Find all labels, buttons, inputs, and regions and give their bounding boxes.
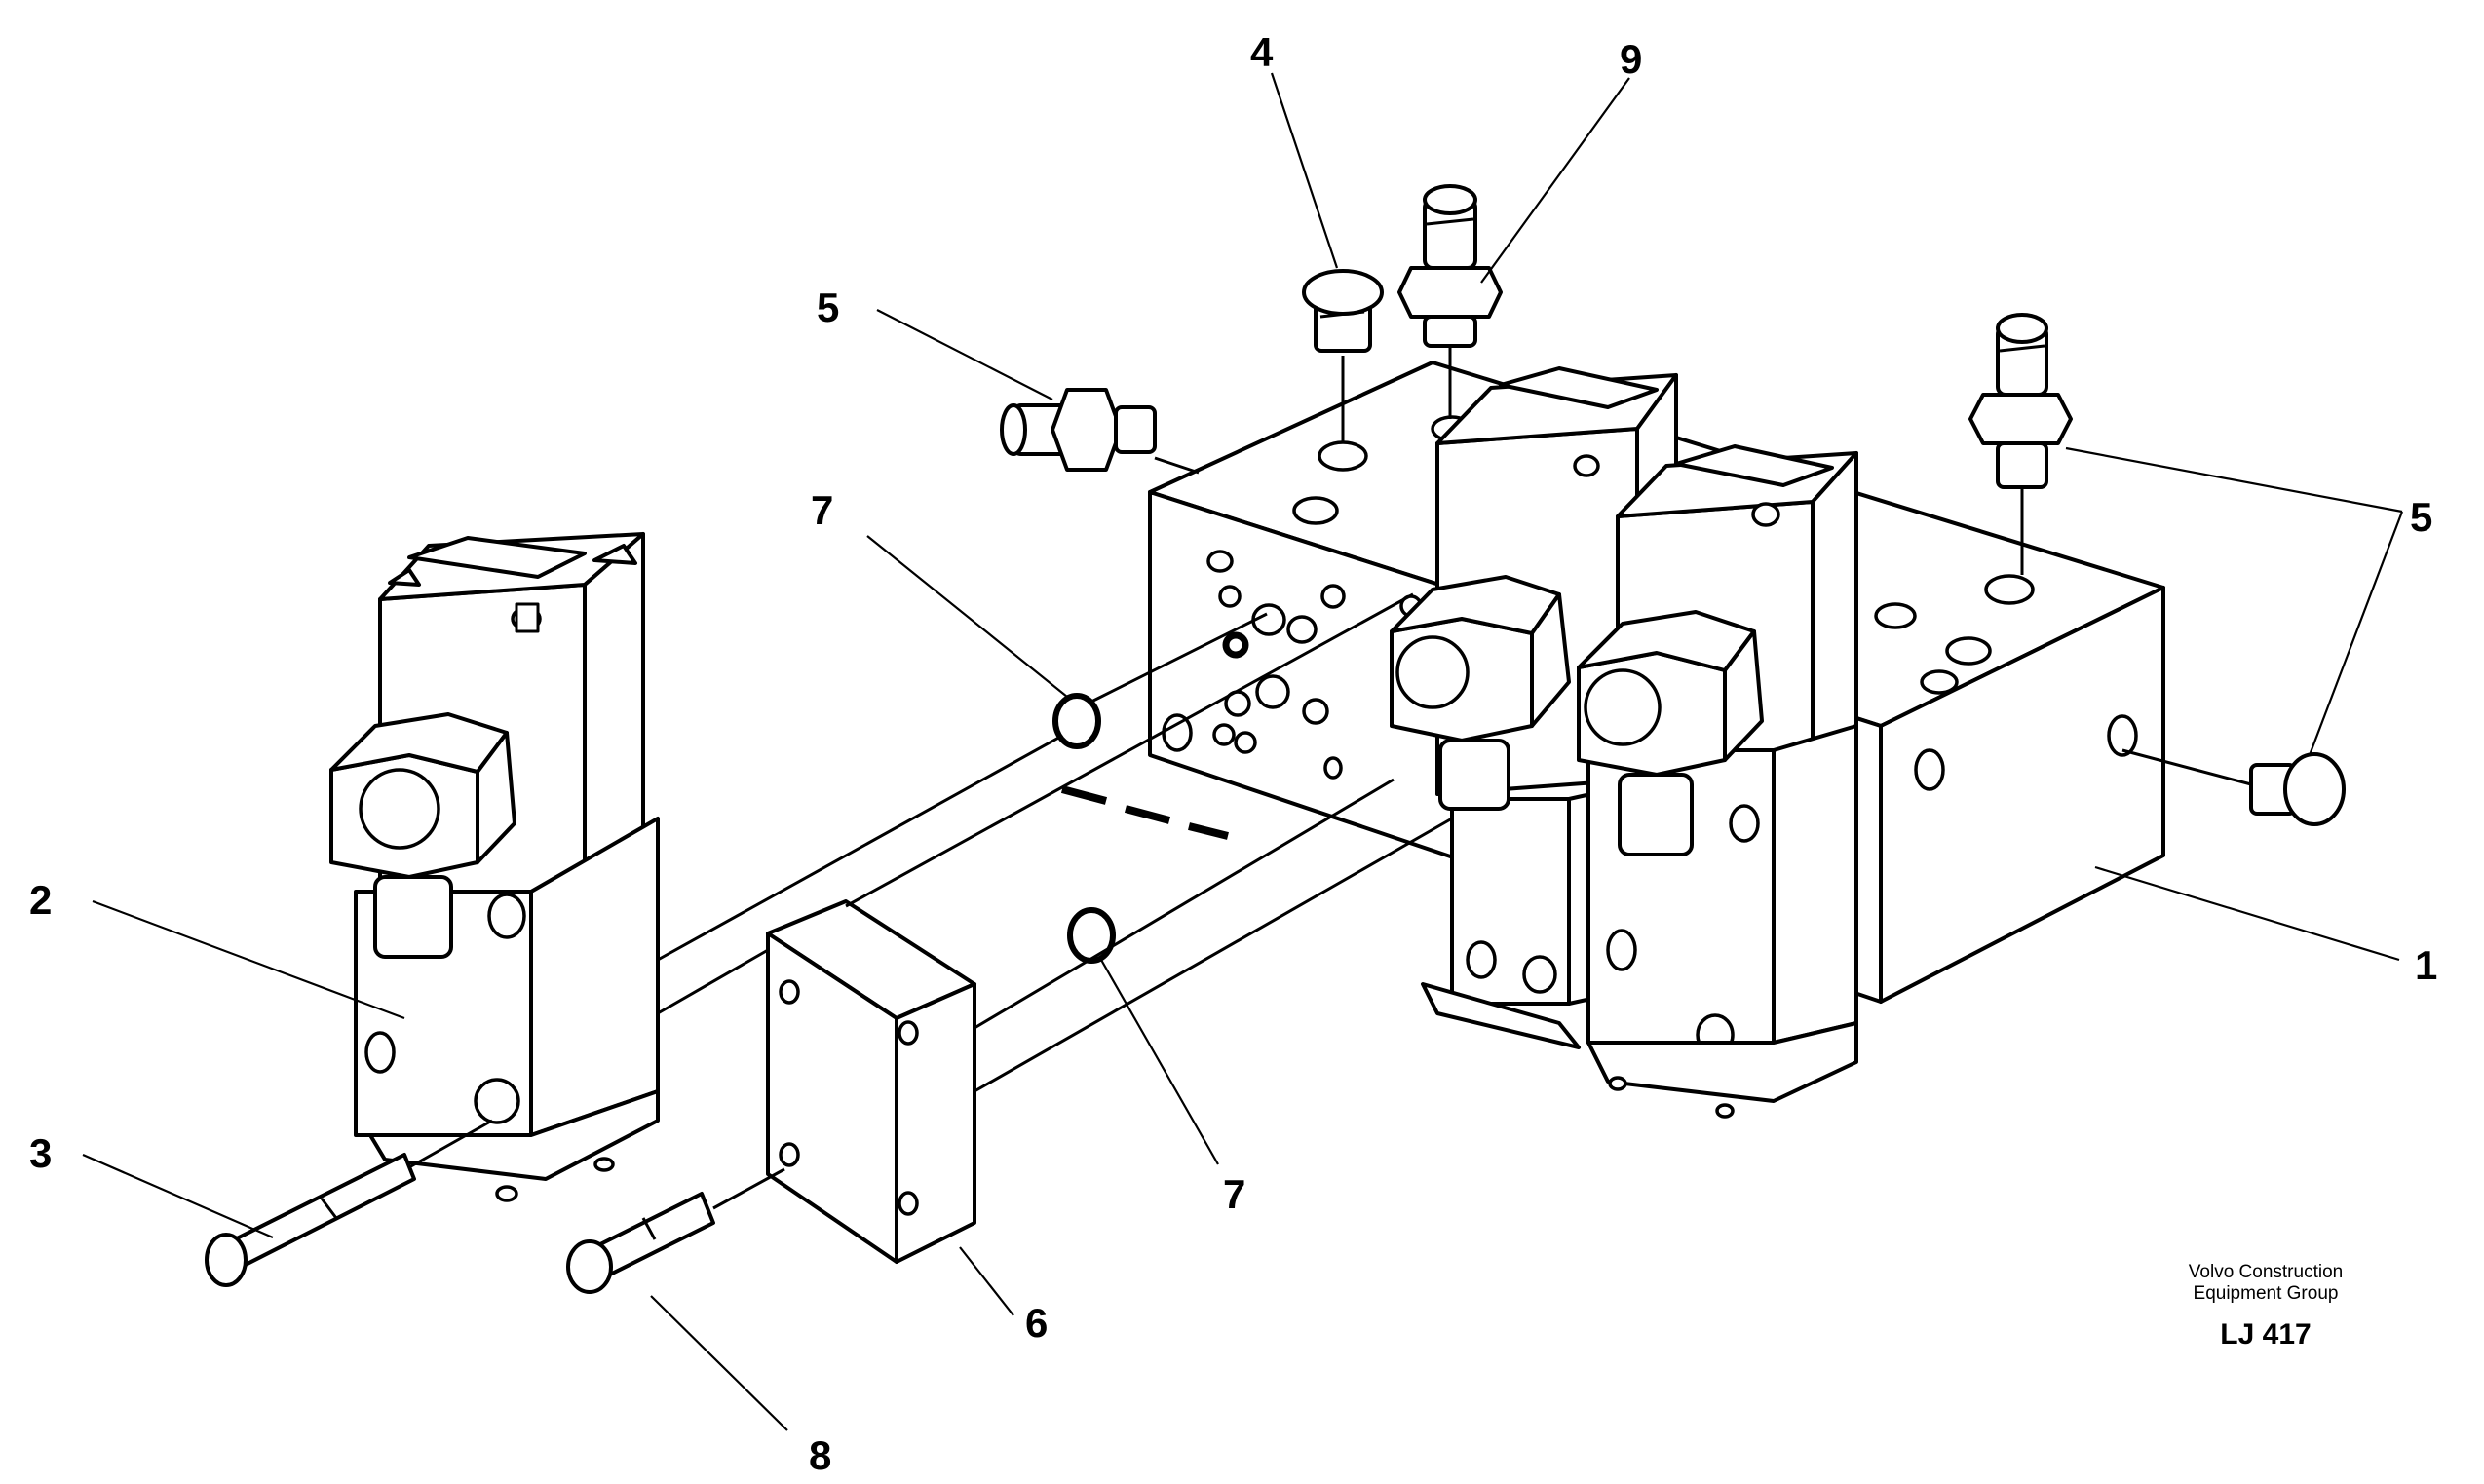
assembly-axes	[408, 346, 2252, 1210]
cover-plate	[766, 899, 976, 1264]
callout-7-bottom: 7	[1223, 1171, 1245, 1217]
loose-valve	[329, 532, 660, 1202]
plug-top-4	[1302, 269, 1384, 353]
credit-line-2: Equipment Group	[2193, 1283, 2339, 1304]
callout-5-left: 5	[817, 285, 839, 330]
callout-6: 6	[1025, 1300, 1048, 1346]
screw-3	[205, 1153, 416, 1287]
callout-3: 3	[29, 1130, 52, 1176]
o-rings	[1052, 693, 1116, 964]
callout-4: 4	[1250, 29, 1274, 75]
callout-5-right: 5	[2410, 494, 2432, 540]
callout-7-top: 7	[811, 487, 833, 533]
mounted-valve-front	[1577, 444, 1858, 1119]
leader-lines	[82, 72, 2404, 1431]
drawing-credit: Volvo Construction Equipment Group LJ 41…	[2124, 1262, 2407, 1351]
nipple-top-9	[1397, 184, 1503, 348]
nipple-left-5	[1000, 388, 1157, 472]
credit-line-1: Volvo Construction	[2188, 1262, 2344, 1282]
callout-2: 2	[29, 877, 52, 923]
callout-labels: 1 2 3 4 5 5 6 7 7 8 9	[29, 29, 2437, 1478]
drawing-code: LJ 417	[2220, 1318, 2312, 1351]
callout-8: 8	[809, 1432, 831, 1478]
plug-side-5	[2249, 752, 2346, 826]
callout-9: 9	[1620, 36, 1642, 82]
screw-8	[566, 1192, 715, 1294]
callout-1: 1	[2415, 942, 2437, 988]
nipple-right-5	[1968, 313, 2073, 489]
